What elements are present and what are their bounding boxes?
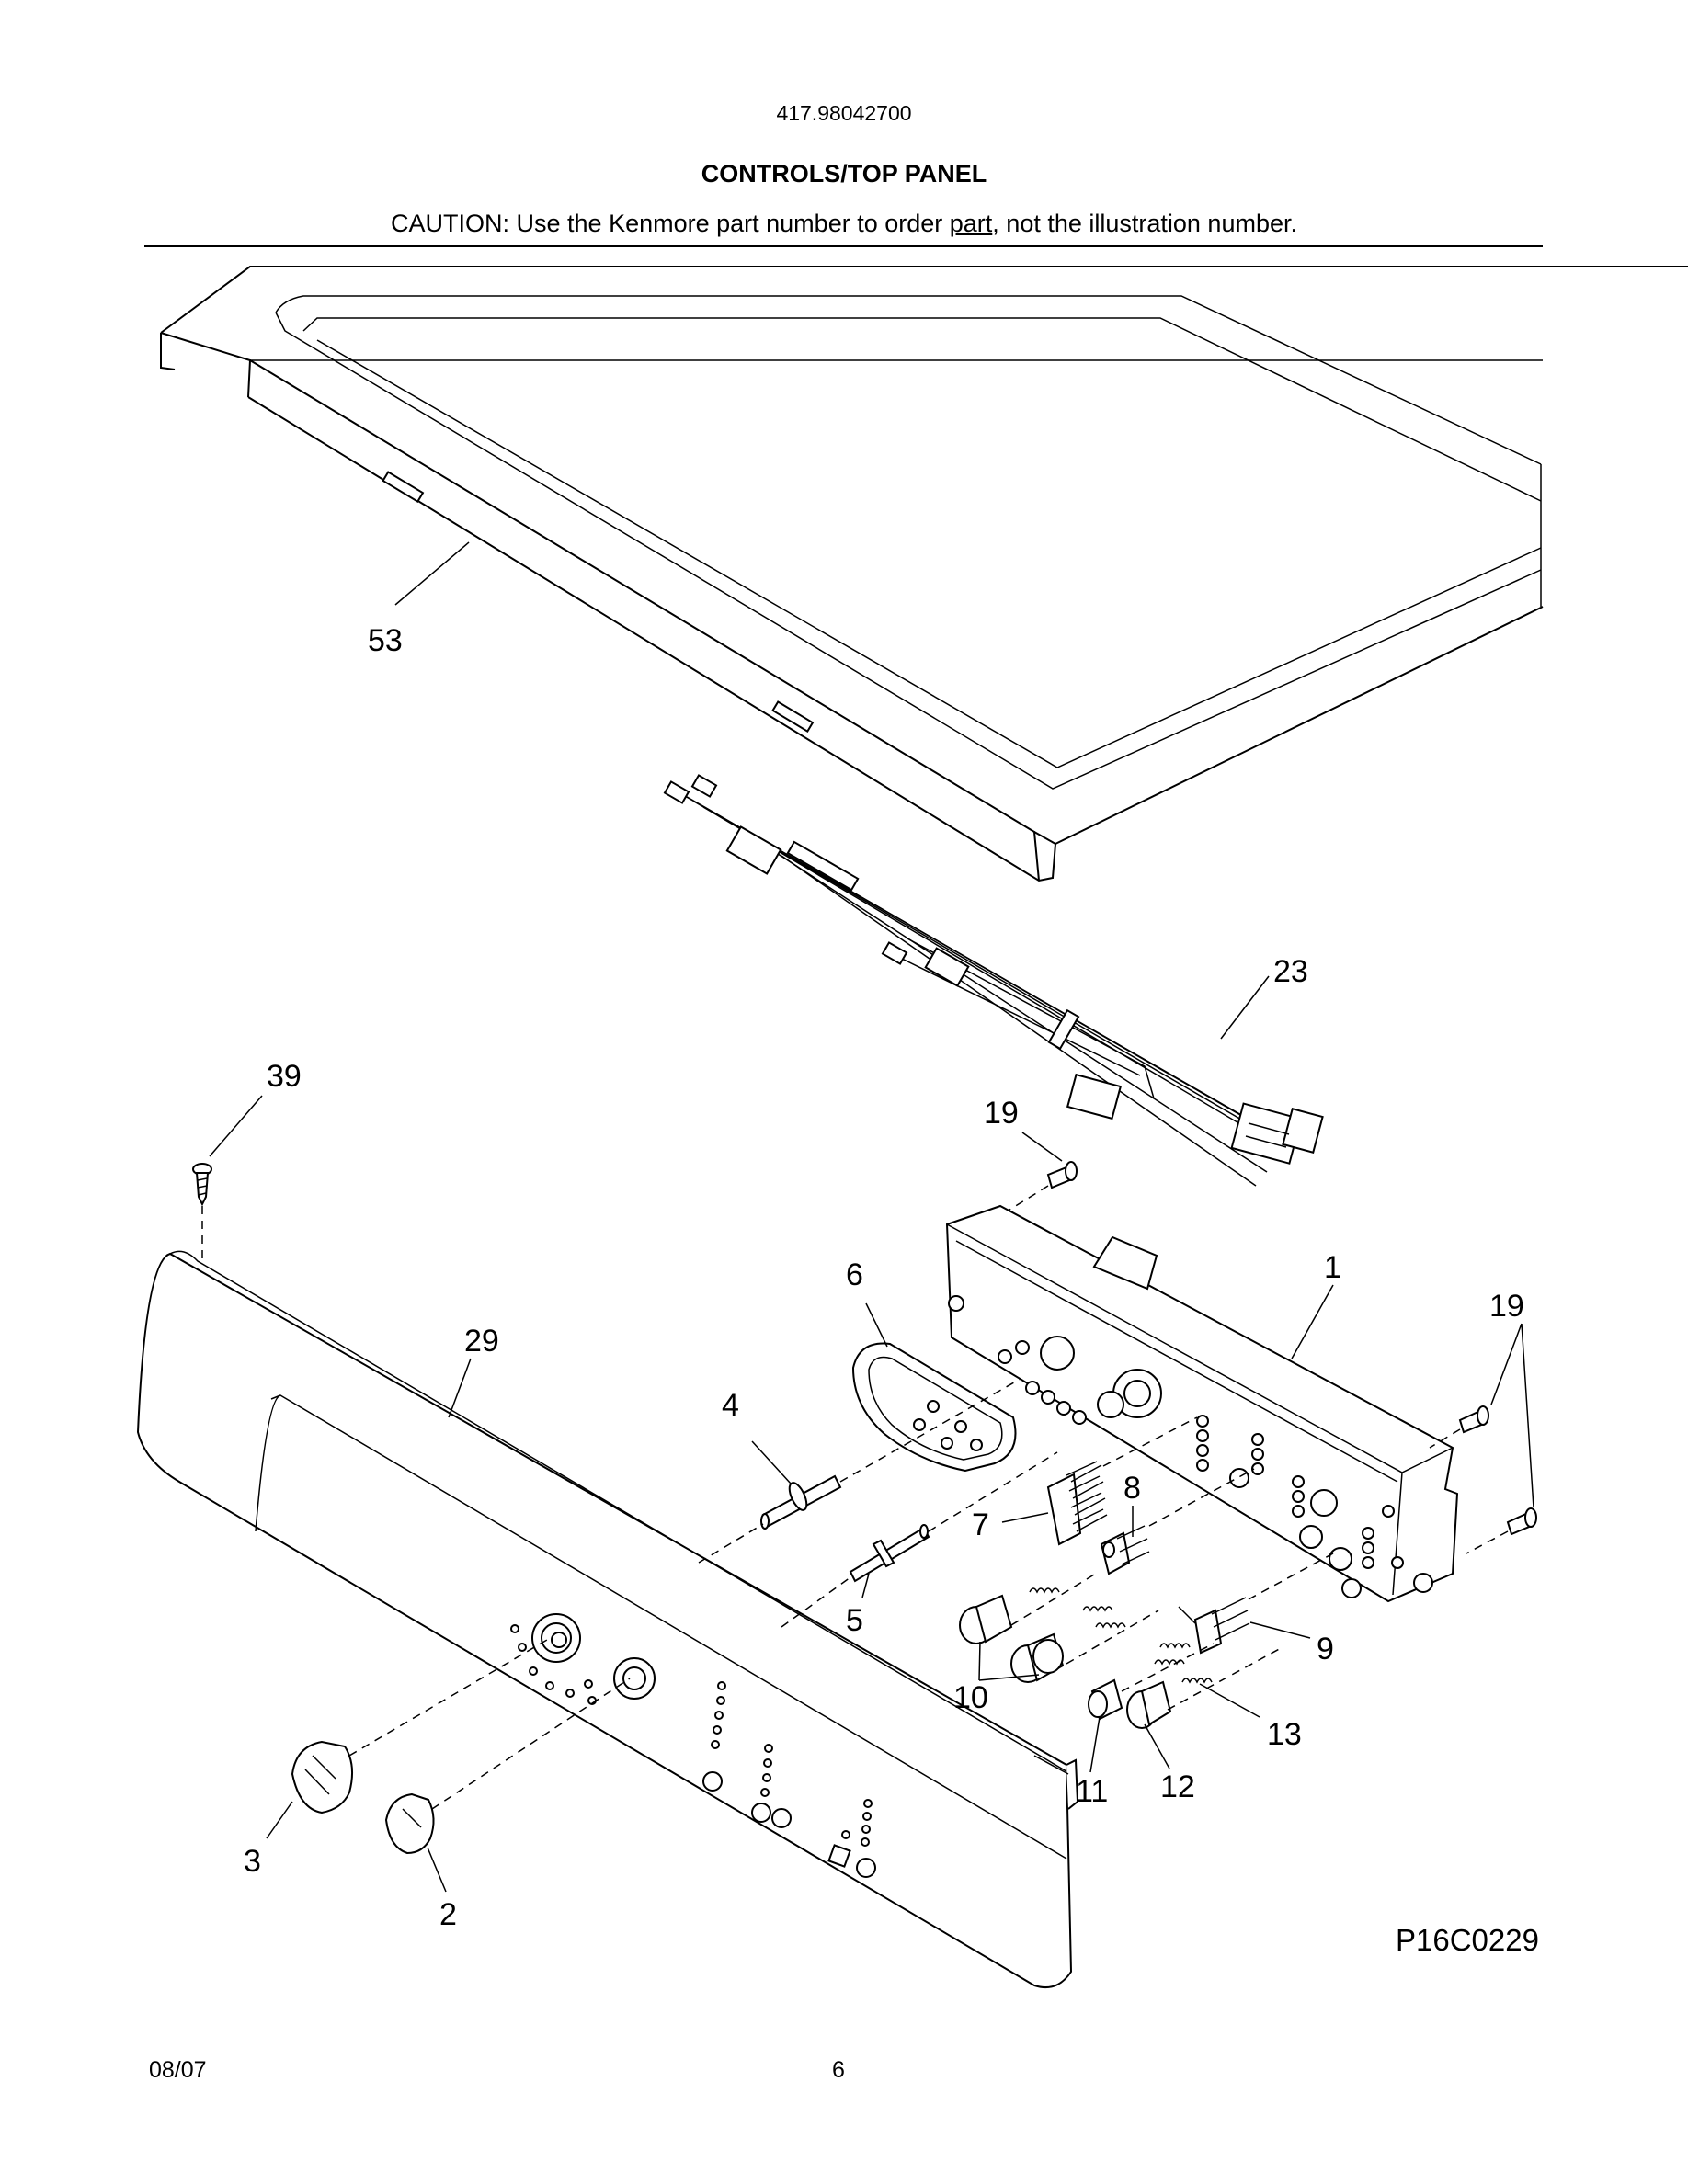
callout-10: 10 xyxy=(953,1680,988,1715)
top-panel-53 xyxy=(160,266,1688,882)
top-panel-slot-left xyxy=(382,471,425,503)
button-cluster-7 xyxy=(1046,1461,1108,1546)
callout-7: 7 xyxy=(972,1507,989,1542)
harness-terminal-1 xyxy=(663,780,690,804)
knob-3 xyxy=(291,1740,354,1814)
callout-13: 13 xyxy=(1267,1717,1302,1752)
harness-connector-mid xyxy=(1066,1073,1123,1120)
leader-53 xyxy=(394,541,470,606)
caution-suffix: , not the illustration number. xyxy=(992,210,1297,237)
model-number: 417.98042700 xyxy=(776,101,912,125)
page-number: 6 xyxy=(832,2057,845,2083)
screw-39 xyxy=(192,1163,212,1207)
leader-4 xyxy=(751,1440,792,1484)
leader-2 xyxy=(427,1847,447,1893)
harness-tie xyxy=(1047,1008,1080,1051)
buttons-10 xyxy=(959,1594,1065,1683)
dash-19-top xyxy=(1006,1185,1049,1212)
leader-10-b xyxy=(978,1674,1040,1681)
harness-clip-1 xyxy=(786,840,860,892)
screw-19-right-lower xyxy=(1506,1507,1537,1536)
assembly-dash-lines xyxy=(348,1378,1334,1810)
harness-connector-end xyxy=(1282,1108,1324,1154)
callout-39: 39 xyxy=(267,1059,302,1094)
dash-19-right-lower xyxy=(1466,1530,1509,1554)
callout-1: 1 xyxy=(1324,1250,1341,1285)
callout-6: 6 xyxy=(846,1257,863,1292)
screw-19-right-upper xyxy=(1458,1405,1489,1434)
button-cluster-9 xyxy=(1178,1597,1250,1655)
callout-19-right: 19 xyxy=(1489,1289,1524,1324)
harness-terminal-2 xyxy=(690,774,718,798)
actuator-5 xyxy=(849,1524,930,1583)
caution-note: CAUTION: Use the Kenmore part number to … xyxy=(0,210,1688,238)
top-panel-slot-right xyxy=(771,700,815,733)
footer-date: 08/07 xyxy=(149,2057,207,2083)
control-board-1 xyxy=(945,1204,1459,1603)
callout-23: 23 xyxy=(1273,954,1308,989)
leader-39 xyxy=(209,1095,263,1157)
leader-11 xyxy=(1089,1716,1101,1773)
knob-2 xyxy=(384,1792,435,1855)
callout-11: 11 xyxy=(1076,1774,1108,1809)
light-pipe-6 xyxy=(851,1342,1017,1473)
callout-29: 29 xyxy=(464,1324,499,1359)
caution-underlined-word: part xyxy=(949,210,993,237)
callout-53: 53 xyxy=(368,623,403,658)
leader-9 xyxy=(1249,1621,1311,1639)
section-title: CONTROLS/TOP PANEL xyxy=(701,160,987,188)
leader-19-top xyxy=(1021,1132,1063,1162)
figure-code: P16C0229 xyxy=(1396,1923,1539,1957)
harness-terminal-3 xyxy=(881,941,908,965)
leader-19-right-b xyxy=(1521,1323,1534,1508)
callout-5: 5 xyxy=(846,1603,863,1638)
caution-prefix: CAUTION: Use the Kenmore part number to … xyxy=(391,210,950,237)
leader-19-right-a xyxy=(1490,1323,1523,1405)
button-11 xyxy=(1088,1678,1123,1721)
leader-1 xyxy=(1291,1284,1334,1359)
dash-19-right-upper xyxy=(1429,1428,1461,1449)
wire-harness-23 xyxy=(663,774,1324,1187)
callout-3: 3 xyxy=(244,1844,261,1879)
leader-6 xyxy=(865,1302,888,1348)
callout-4: 4 xyxy=(722,1388,739,1423)
callout-9: 9 xyxy=(1317,1632,1334,1666)
callout-12: 12 xyxy=(1160,1769,1195,1804)
harness-clip-2 xyxy=(924,947,970,987)
leader-7 xyxy=(1001,1512,1049,1523)
leader-12 xyxy=(1144,1723,1170,1769)
harness-connector-small xyxy=(725,825,782,875)
guide-pin-4 xyxy=(760,1474,842,1530)
leader-29 xyxy=(448,1358,472,1418)
screw-19-top xyxy=(1046,1161,1078,1189)
leader-3 xyxy=(266,1801,293,1839)
leader-13 xyxy=(1199,1683,1260,1718)
console-29 xyxy=(136,1250,1079,1989)
callout-8: 8 xyxy=(1123,1471,1141,1506)
button-12 xyxy=(1126,1680,1172,1729)
callout-2: 2 xyxy=(439,1897,457,1932)
leader-23 xyxy=(1220,975,1270,1040)
header-rule xyxy=(144,245,1543,247)
callout-19-top: 19 xyxy=(984,1096,1019,1131)
button-cluster-8 xyxy=(1100,1525,1150,1575)
leader-10-a xyxy=(978,1641,981,1681)
leader-5 xyxy=(861,1573,870,1598)
